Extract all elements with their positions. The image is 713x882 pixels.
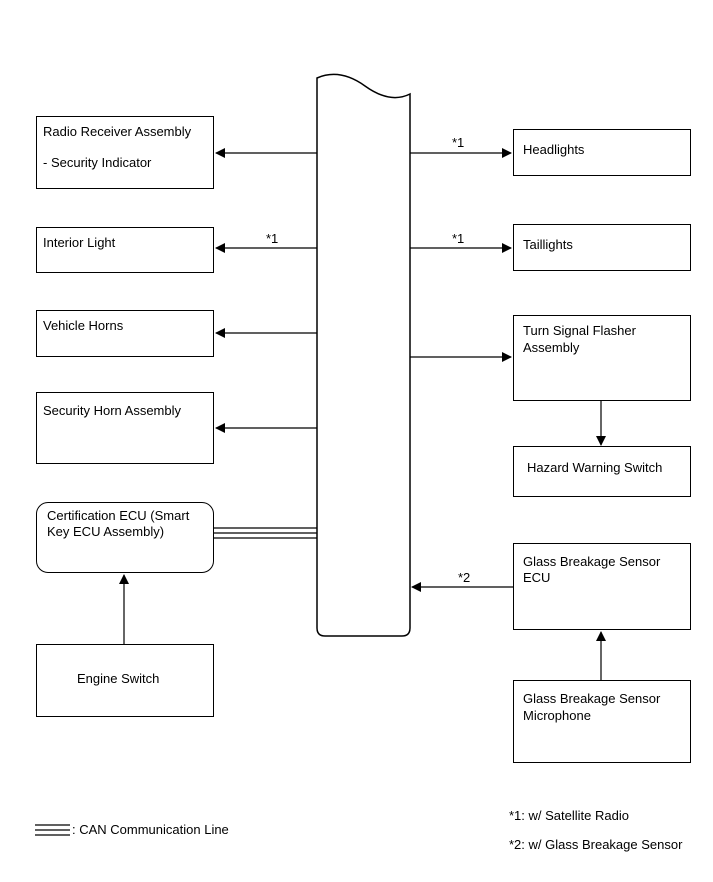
interior-light-box: Interior Light <box>36 227 214 273</box>
glass-mic-box: Glass Breakage Sensor Microphone <box>513 680 691 763</box>
headlights-box: Headlights <box>513 129 691 176</box>
mark-glass-ecu: *2 <box>458 570 471 585</box>
mark-headlights: *1 <box>452 135 465 150</box>
turn-signal-label-2: Assembly <box>523 340 580 355</box>
hazard-switch-box: Hazard Warning Switch <box>513 446 691 497</box>
legend-note-1: *1: w/ Satellite Radio <box>509 808 629 823</box>
can-line <box>213 527 317 539</box>
glass-mic-label-2: Microphone <box>523 708 591 723</box>
certification-ecu-label-1: Certification ECU (Smart <box>47 508 190 523</box>
mark-interior-light: *1 <box>266 231 279 246</box>
legend-note-2: *2: w/ Glass Breakage Sensor <box>509 837 683 852</box>
glass-ecu-label-1: Glass Breakage Sensor <box>523 554 661 569</box>
glass-mic-label-1: Glass Breakage Sensor <box>523 691 661 706</box>
hazard-switch-label: Hazard Warning Switch <box>527 460 663 475</box>
certification-ecu-box: Certification ECU (Smart Key ECU Assembl… <box>36 502 214 573</box>
vehicle-horns-label: Vehicle Horns <box>43 318 124 333</box>
vehicle-horns-box: Vehicle Horns <box>36 310 214 357</box>
interior-light-label: Interior Light <box>43 235 116 250</box>
security-horn-label: Security Horn Assembly <box>43 403 181 418</box>
certification-ecu-label-2: Key ECU Assembly) <box>47 524 165 539</box>
legend-can-symbol <box>35 824 70 836</box>
main-ecu-body <box>316 73 411 637</box>
security-indicator-label: - Security Indicator <box>43 155 152 170</box>
headlights-label: Headlights <box>523 142 585 157</box>
glass-ecu-box: Glass Breakage Sensor ECU <box>513 543 691 630</box>
engine-switch-box: Engine Switch <box>36 644 214 717</box>
radio-receiver-label: Radio Receiver Assembly <box>43 124 192 139</box>
glass-ecu-label-2: ECU <box>523 570 551 585</box>
security-horn-box: Security Horn Assembly <box>36 392 214 464</box>
turn-signal-label-1: Turn Signal Flasher <box>523 323 636 338</box>
legend-can-label: : CAN Communication Line <box>72 822 229 837</box>
mark-taillights: *1 <box>452 231 465 246</box>
taillights-box: Taillights <box>513 224 691 271</box>
turn-signal-box: Turn Signal Flasher Assembly <box>513 315 691 401</box>
engine-switch-label: Engine Switch <box>77 671 160 686</box>
taillights-label: Taillights <box>523 237 573 252</box>
radio-receiver-box: Radio Receiver Assembly - Security Indic… <box>36 116 214 189</box>
